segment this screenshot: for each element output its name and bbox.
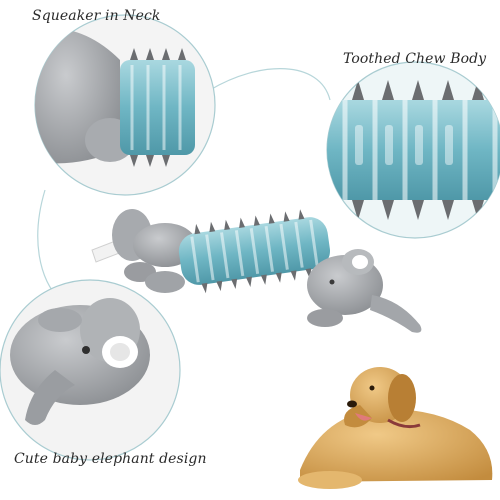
callout-connector — [37, 189, 61, 301]
elephant-chew-toy-icon — [91, 209, 422, 333]
caption-elephant-design: Cute baby elephant design — [14, 451, 207, 467]
caption-chew-body: Toothed Chew Body — [343, 51, 487, 67]
squeaker-closeup-icon — [34, 14, 216, 196]
golden-retriever-icon — [298, 367, 493, 489]
elephant-face-closeup-icon — [0, 279, 181, 461]
chew-body-closeup-icon — [326, 61, 500, 239]
caption-squeaker: Squeaker in Neck — [32, 8, 161, 24]
callout-connector — [209, 68, 331, 101]
